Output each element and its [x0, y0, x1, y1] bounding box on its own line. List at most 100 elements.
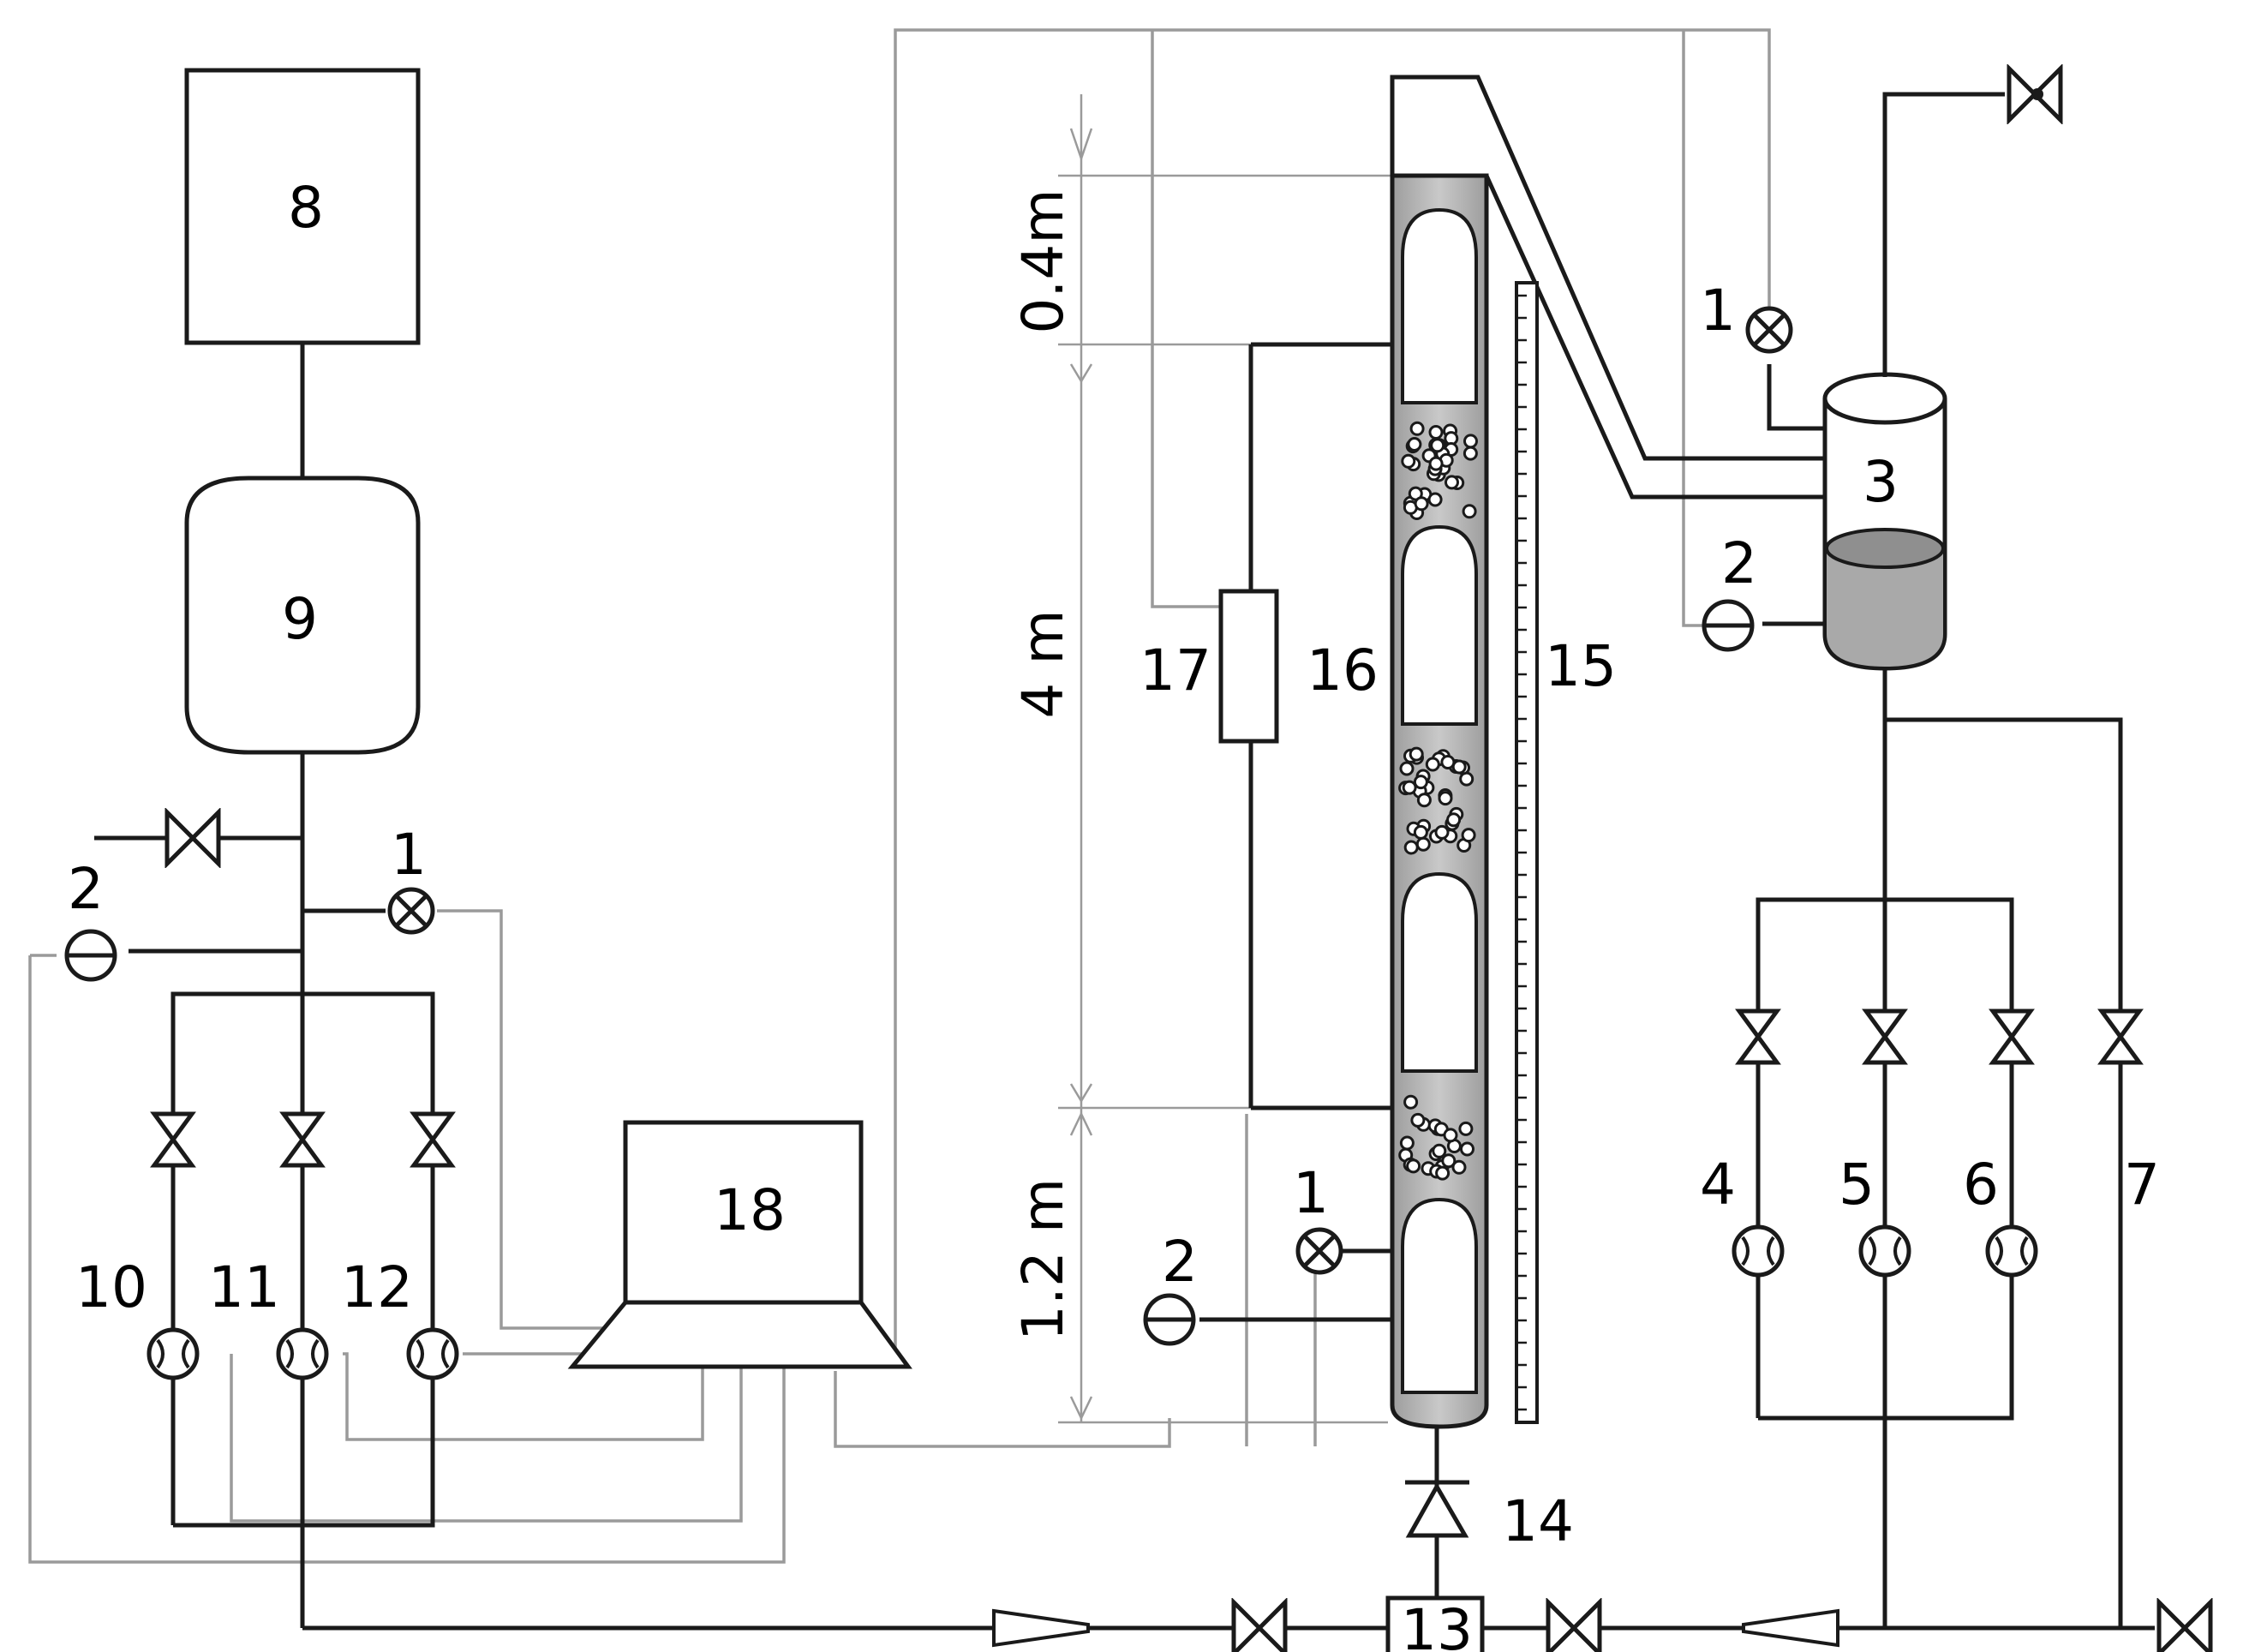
small-bubble [1413, 775, 1428, 790]
small-bubble [1451, 1159, 1467, 1175]
small-bubble [1410, 1112, 1426, 1128]
label-column-temp-sensor: 1 [1293, 1160, 1329, 1226]
small-bubble [1462, 504, 1477, 519]
gas-nozzle [992, 1609, 1090, 1647]
separator-pressure-sensor [1704, 602, 1752, 649]
small-bubble [1432, 1143, 1447, 1158]
label-dim-middle: 4 m [1010, 609, 1076, 718]
small-bubble [1430, 438, 1445, 453]
gas-tank [184, 476, 421, 755]
separator-temp-sensor [1748, 308, 1791, 351]
storage-box [184, 68, 421, 345]
small-bubble [1409, 746, 1424, 762]
label-gas-pressure-sensor: 2 [68, 856, 104, 922]
gas-meter-12 [409, 1330, 457, 1378]
small-bubble [1401, 453, 1416, 469]
small-bubble [1403, 1094, 1419, 1110]
label-column-pressure-sensor: 2 [1162, 1229, 1198, 1295]
label-gas-meter-10: 10 [75, 1254, 147, 1320]
taylor-bubble-4 [1401, 1197, 1478, 1394]
gas-vent-valve [167, 812, 218, 864]
liquid-valve-6 [1993, 1011, 2031, 1062]
small-bubble [1445, 475, 1459, 490]
main-pipeline [302, 1422, 2210, 1652]
small-bubble [1458, 1121, 1474, 1136]
small-bubble [1413, 824, 1428, 840]
small-bubble [1403, 840, 1419, 855]
label-computer: 18 [714, 1177, 786, 1243]
label-tank: 9 [282, 586, 318, 652]
small-bubble [1406, 1158, 1421, 1174]
small-bubble [1428, 425, 1444, 440]
liquid-meter-6 [1988, 1227, 2036, 1275]
small-bubble [1428, 456, 1444, 471]
gas-temp-sensor [390, 889, 433, 932]
label-separator-pressure-sensor: 2 [1721, 530, 1757, 596]
label-liquid-meter-4: 4 [1700, 1152, 1736, 1218]
column-pressure-sensor [1145, 1296, 1193, 1344]
label-gas-meter-11: 11 [208, 1254, 280, 1320]
label-check-valve: 14 [1502, 1488, 1574, 1554]
small-bubble [1414, 496, 1429, 512]
label-scale: 15 [1545, 633, 1617, 699]
small-bubble [1461, 828, 1476, 843]
liquid-valve-4 [1739, 1011, 1777, 1062]
scale-ticks [1516, 294, 1527, 1411]
gas-valve-12 [414, 1114, 452, 1165]
label-liquid-meter-6: 6 [1963, 1152, 1999, 1218]
small-bubble [1440, 755, 1456, 769]
small-bubble [1463, 434, 1478, 449]
label-gas-meter-12: 12 [341, 1254, 413, 1320]
small-bubble [1402, 780, 1417, 795]
separator-system [1704, 69, 2139, 1628]
small-bubble [1425, 757, 1440, 772]
small-bubble [1399, 761, 1415, 776]
computer-keyboard [567, 1300, 912, 1369]
test-column [1145, 75, 1825, 1429]
taylor-bubble-3 [1401, 871, 1478, 1073]
small-bubble [1399, 1135, 1415, 1151]
small-bubble [1435, 1165, 1451, 1181]
label-pump: 13 [1401, 1597, 1473, 1652]
gas-meter-10 [149, 1330, 197, 1378]
gas-meter-11 [278, 1330, 326, 1378]
gas-supply-system [67, 68, 457, 1628]
label-separator-temp-sensor: 1 [1700, 278, 1736, 344]
small-bubble [1460, 1141, 1474, 1157]
gas-inlet-valve [1234, 1602, 1285, 1652]
small-bubbles [1398, 421, 1478, 1181]
label-liquid-line-7: 7 [2124, 1152, 2160, 1218]
gas-valve-11 [284, 1114, 321, 1165]
column-temp-sensor [1298, 1230, 1341, 1272]
small-bubble [1427, 492, 1443, 507]
label-liquid-meter-5: 5 [1839, 1152, 1875, 1218]
dp-sensor [1218, 589, 1279, 744]
label-dim-top: 0.4m [1010, 189, 1076, 333]
taylor-bubble-1 [1401, 207, 1478, 404]
small-bubble [1462, 446, 1478, 461]
small-bubble [1416, 793, 1432, 808]
label-dp-17: 17 [1139, 637, 1211, 703]
liquid-inlet-valve [1548, 1602, 1600, 1652]
taylor-bubble-2 [1401, 524, 1478, 726]
separator-liquid [1827, 548, 1943, 667]
label-dp-16: 16 [1307, 637, 1379, 703]
liquid-nozzle [1742, 1609, 1839, 1647]
label-separator: 3 [1863, 449, 1899, 515]
computer [567, 1120, 912, 1369]
signal-lines [28, 28, 1771, 1564]
liquid-valve-7 [2102, 1011, 2139, 1062]
label-storage: 8 [288, 175, 324, 241]
small-bubble [1434, 824, 1450, 840]
liquid-meter-4 [1734, 1227, 1782, 1275]
dimension-lines [1058, 94, 1405, 1424]
label-gas-temp-sensor: 1 [391, 822, 427, 888]
small-bubble [1407, 437, 1422, 452]
liquid-meter-5 [1861, 1227, 1909, 1275]
small-bubble [1415, 836, 1431, 852]
small-bubble [1441, 1153, 1457, 1169]
small-bubble [1438, 791, 1453, 806]
computer-screen [623, 1120, 864, 1305]
check-valve [1405, 1481, 1469, 1538]
